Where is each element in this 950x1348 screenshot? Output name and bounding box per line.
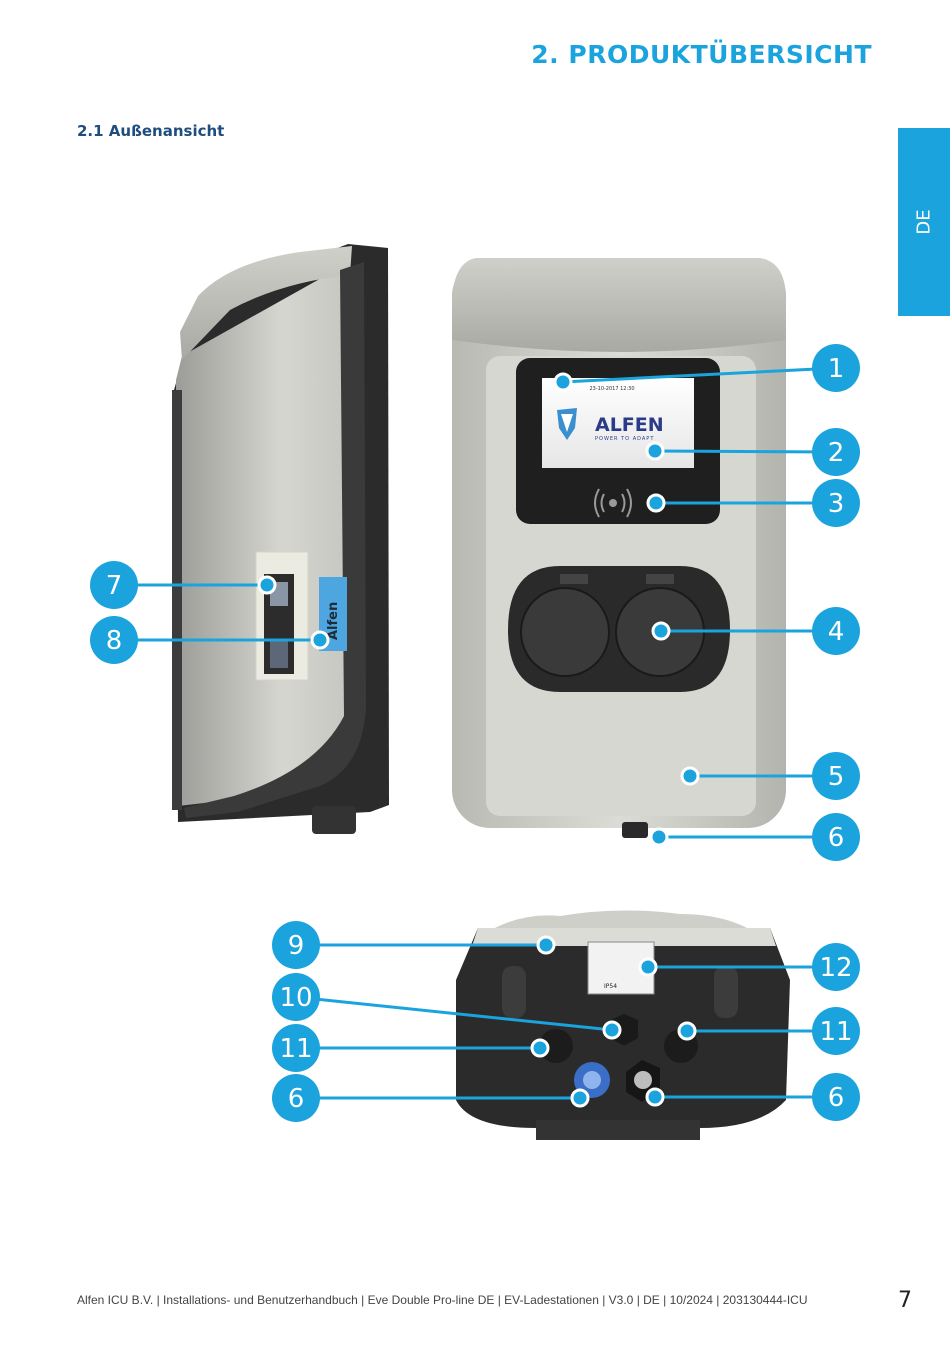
- alfen-logo-star-icon: [561, 414, 573, 432]
- section-heading: 2.1 Außenansicht: [77, 122, 225, 140]
- svg-text:12: 12: [819, 953, 852, 983]
- callout-6-bottom-right: 6: [812, 1073, 860, 1121]
- rfid-reader-icon: [594, 488, 632, 518]
- side-view: Alfen: [172, 244, 389, 834]
- svg-text:4: 4: [828, 617, 845, 647]
- callout-dots: [257, 372, 700, 1108]
- side-brand-text: Alfen: [326, 602, 341, 640]
- socket-left-hinge: [560, 574, 588, 584]
- bottom-cable-gland-blue-inner: [583, 1071, 601, 1089]
- svg-text:1: 1: [828, 354, 845, 384]
- side-slot-insert-lower: [270, 640, 288, 668]
- callout-10: 10: [272, 973, 320, 1021]
- svg-text:6: 6: [828, 1083, 845, 1113]
- bottom-slot-left: [502, 966, 526, 1018]
- socket-right-hinge: [646, 574, 674, 584]
- callout-lines: [114, 366, 837, 1100]
- callout-6-bottom-left: 6: [272, 1074, 320, 1122]
- bottom-cable-gland-black-inner: [634, 1071, 652, 1089]
- callout-3: 3: [812, 479, 860, 527]
- socket-left: [520, 587, 610, 677]
- svg-text:6: 6: [828, 823, 845, 853]
- callout-12: 12: [812, 943, 860, 991]
- side-top-cap: [180, 246, 352, 360]
- callout-11-left: 11: [272, 1024, 320, 1072]
- svg-text:7: 7: [106, 571, 123, 601]
- callout-2: 2: [812, 428, 860, 476]
- type-label-text: IP54: [604, 983, 617, 990]
- page-title: 2. PRODUKTÜBERSICHT: [531, 40, 872, 69]
- side-bottom-connector: [312, 806, 356, 834]
- callout-badges: 1 2 3 4 5 6 7 8 9 10 11 6 12 11 6: [90, 344, 860, 1122]
- svg-text:6: 6: [288, 1084, 305, 1114]
- bottom-view: IP54: [456, 910, 790, 1140]
- svg-text:10: 10: [279, 983, 312, 1013]
- svg-text:9: 9: [288, 931, 305, 961]
- callout-1: 1: [812, 344, 860, 392]
- page-number: 7: [898, 1288, 912, 1313]
- front-bottom-gland: [622, 822, 648, 838]
- language-tab[interactable]: DE: [898, 128, 950, 316]
- callout-5: 5: [812, 752, 860, 800]
- side-front-edge: [184, 262, 366, 818]
- callout-8: 8: [90, 616, 138, 664]
- display-brand: ALFEN: [595, 414, 664, 436]
- svg-text:8: 8: [106, 626, 123, 656]
- svg-text:5: 5: [828, 762, 845, 792]
- footer-text: Alfen ICU B.V. | Installations- und Benu…: [77, 1293, 808, 1307]
- svg-text:11: 11: [819, 1017, 852, 1047]
- svg-text:3: 3: [828, 489, 845, 519]
- callout-6-front: 6: [812, 813, 860, 861]
- front-top-cap: [452, 258, 786, 352]
- side-left-strip: [172, 390, 182, 810]
- bottom-back-plate: [536, 1120, 700, 1140]
- callout-4: 4: [812, 607, 860, 655]
- svg-text:11: 11: [279, 1034, 312, 1064]
- bottom-slot-right: [714, 966, 738, 1018]
- callout-9: 9: [272, 921, 320, 969]
- display-datetime: 23-10-2017 12:30: [589, 386, 634, 392]
- callout-11-right: 11: [812, 1007, 860, 1055]
- svg-text:2: 2: [828, 438, 845, 468]
- bottom-gland-left: [539, 1029, 573, 1063]
- callout-7: 7: [90, 561, 138, 609]
- display-tagline: POWER TO ADAPT: [595, 436, 654, 442]
- front-view: 23-10-2017 12:30 ALFEN POWER TO ADAPT: [452, 258, 786, 838]
